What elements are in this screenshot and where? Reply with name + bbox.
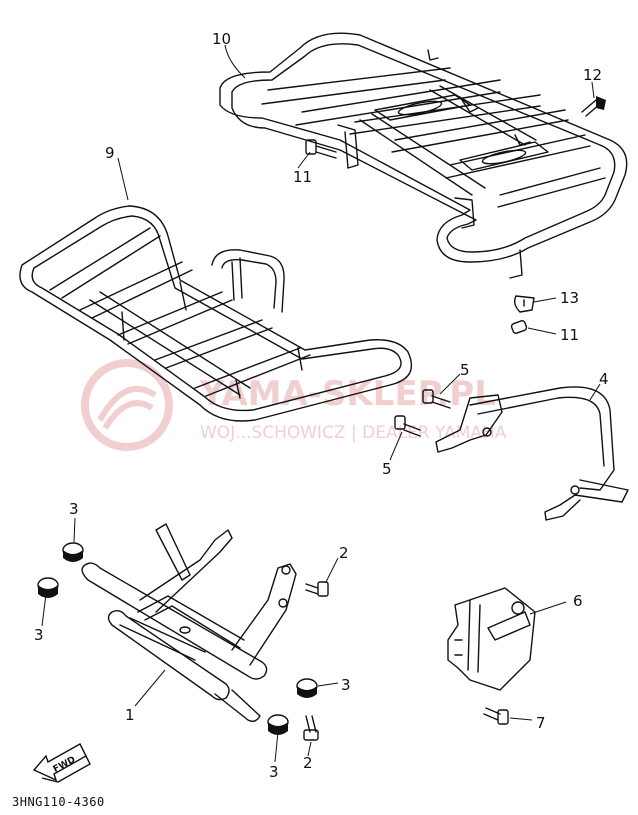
mount-bracket[interactable]: [447, 587, 536, 691]
label-9: 10: [212, 30, 231, 48]
bolt-12[interactable]: [581, 96, 606, 117]
leader-lines: [41, 44, 601, 763]
rear-carrier[interactable]: [219, 32, 628, 279]
bolt-5b[interactable]: [394, 415, 421, 437]
label-7: 7: [536, 714, 546, 732]
label-1: 1: [125, 706, 135, 724]
bolt-7[interactable]: [483, 707, 509, 725]
label-4: 4: [599, 370, 609, 388]
label-3b: 3: [34, 626, 44, 644]
bolt-2b[interactable]: [303, 715, 319, 741]
label-5a: 5: [460, 361, 470, 379]
grommet-3d[interactable]: [267, 714, 289, 735]
bolt-5a[interactable]: [422, 389, 451, 409]
clip-13[interactable]: [513, 295, 535, 313]
front-carrier[interactable]: [19, 205, 413, 422]
bolt-10[interactable]: [305, 139, 337, 159]
label-3a: 3: [69, 500, 79, 518]
watermark-title: YAMA-SKLEP.PL: [199, 374, 496, 414]
label-12: 12: [583, 66, 602, 84]
diagram-code: 3HNG110-4360: [12, 795, 105, 809]
watermark-logo: [81, 359, 173, 451]
grommet-3a[interactable]: [62, 542, 84, 562]
watermark-subtitle: WOJ...SCHOWICZ | DEALER YAMAHA: [200, 423, 507, 443]
label-11: 11: [560, 326, 579, 344]
label-3c: 3: [341, 676, 351, 694]
label-5b: 5: [382, 460, 392, 478]
bolt-2a[interactable]: [305, 581, 329, 597]
callout-labels: 10 9 12 11 13 11 4 5 5 3 3 2 3 1 3 2 6 7: [34, 30, 609, 781]
label-10: 11: [293, 168, 312, 186]
watermark: YAMA-SKLEP.PL WOJ...SCHOWICZ | DEALER YA…: [81, 359, 507, 451]
collar-11[interactable]: [510, 320, 528, 334]
front-bumper[interactable]: [81, 523, 297, 723]
label-2a: 2: [339, 544, 349, 562]
label-8: 9: [105, 144, 115, 162]
label-3d: 3: [269, 763, 279, 781]
label-13: 13: [560, 289, 579, 307]
brace-bar[interactable]: [435, 386, 629, 521]
fwd-arrow-icon: FWD: [32, 743, 91, 783]
label-2b: 2: [303, 754, 313, 772]
grommet-3c[interactable]: [296, 678, 318, 698]
label-6: 6: [573, 592, 583, 610]
grommet-3b[interactable]: [37, 577, 59, 598]
